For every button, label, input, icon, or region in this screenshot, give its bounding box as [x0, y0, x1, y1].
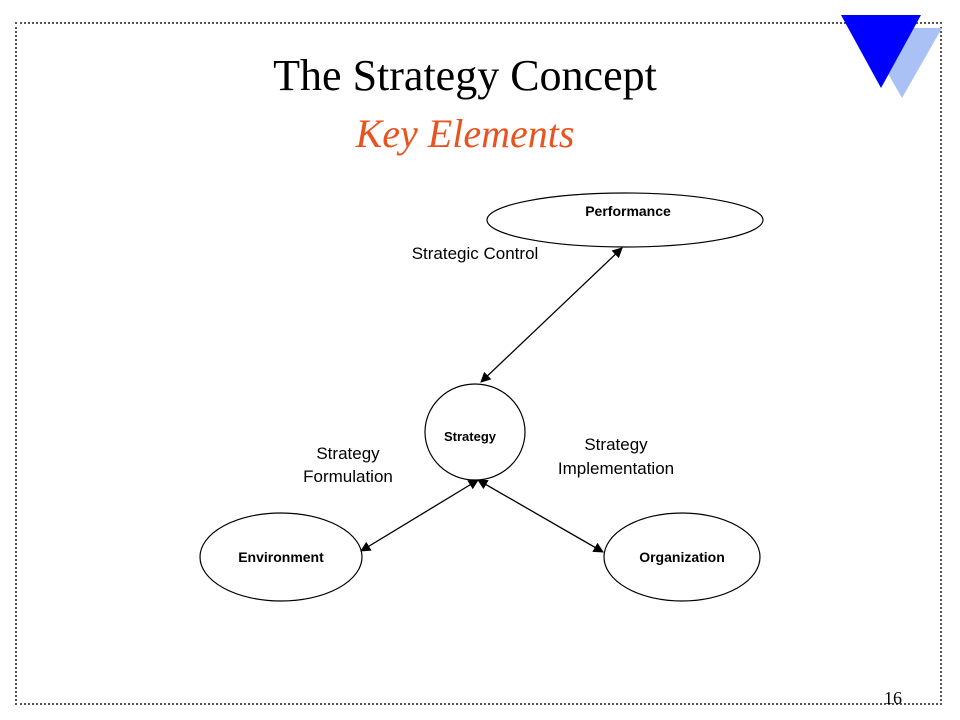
strategic-control-label: Strategic Control — [412, 244, 539, 263]
organization-label: Organization — [639, 549, 725, 565]
formulation-label-line1: Strategy — [316, 444, 380, 463]
implementation-label-line2: Implementation — [558, 459, 674, 478]
implementation-arrow — [477, 479, 604, 553]
implementation-label-line1: Strategy — [584, 435, 648, 454]
slide-subtitle: Key Elements — [355, 111, 575, 156]
formulation-arrow — [360, 479, 479, 552]
performance-node — [486, 192, 764, 248]
formulation-label-line2: Formulation — [303, 467, 393, 486]
page-number: 16 — [884, 688, 902, 708]
strategy-label: Strategy — [444, 429, 497, 444]
control-arrow — [480, 247, 623, 383]
logo-triangle-front — [841, 15, 921, 88]
slide-border — [15, 22, 942, 705]
environment-label: Environment — [238, 549, 324, 565]
performance-label: Performance — [585, 203, 671, 219]
organization-node — [603, 512, 761, 602]
environment-node — [199, 512, 363, 602]
slide-title: The Strategy Concept — [273, 51, 657, 100]
